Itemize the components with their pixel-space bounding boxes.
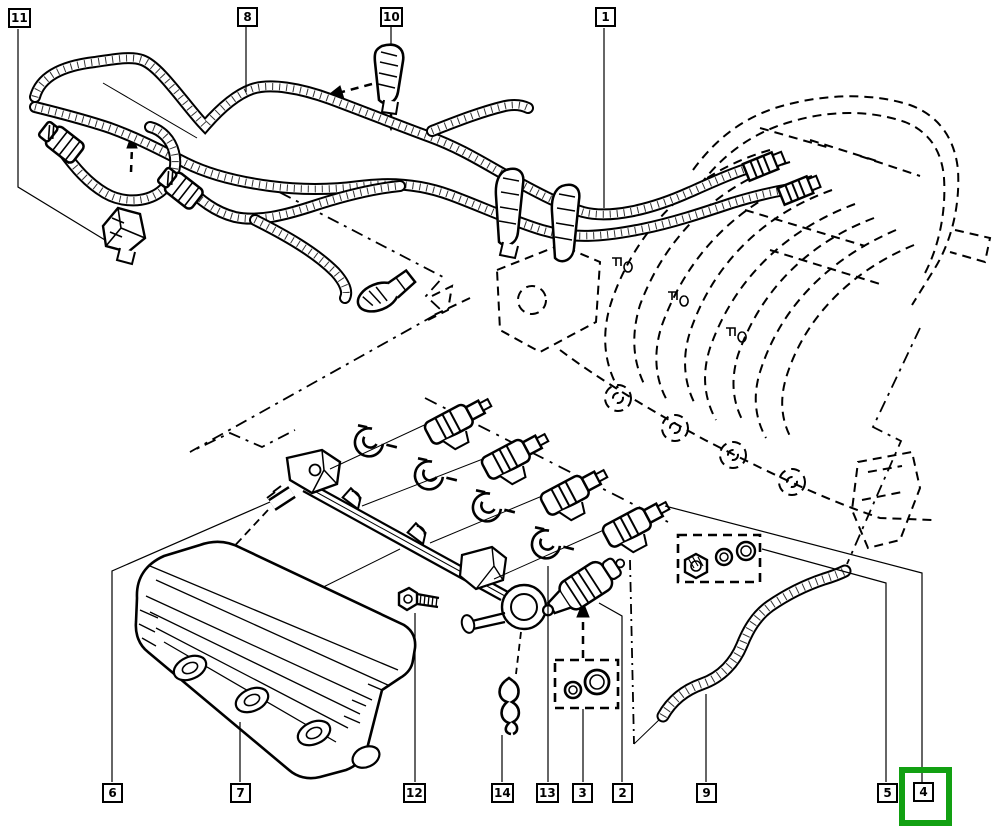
leader-4 (664, 505, 923, 782)
mounting-bolt-12 (397, 586, 440, 612)
callout-8[interactable]: 8 (237, 7, 258, 27)
retaining-clip-14 (498, 676, 521, 736)
callout-13[interactable]: 13 (536, 783, 559, 803)
intake-manifold (427, 95, 992, 550)
leader-11 (17, 29, 106, 241)
callout-11[interactable]: 11 (8, 8, 31, 28)
callout-14[interactable]: 14 (491, 783, 514, 803)
leader-lines (17, 27, 923, 782)
hose-damper (356, 268, 417, 313)
leader-2 (598, 602, 623, 782)
vacuum-hose-9 (656, 564, 852, 723)
callout-4-highlighted[interactable]: 4 (913, 782, 934, 802)
callout-12[interactable]: 12 (403, 783, 426, 803)
oring-kit-box-3 (553, 658, 620, 710)
manifold-hose-clip-bosses (612, 257, 747, 343)
highlight-frame (899, 767, 952, 826)
injector-axis-lines (329, 413, 625, 580)
hose-strap (494, 167, 525, 260)
callout-2[interactable]: 2 (612, 783, 633, 803)
callout-7[interactable]: 7 (230, 783, 251, 803)
leader-6 (111, 501, 271, 782)
callout-3[interactable]: 3 (572, 783, 593, 803)
assembly-guide-lines (102, 82, 921, 745)
hose-strap-2 (550, 183, 581, 263)
hose-end-connector (37, 120, 85, 164)
callout-6[interactable]: 6 (102, 783, 123, 803)
callout-10[interactable]: 10 (380, 7, 403, 27)
leader-5 (761, 548, 887, 782)
pressure-regulator (541, 557, 626, 617)
fuel-injectors (421, 390, 681, 562)
hose-end-connector-2 (156, 166, 204, 210)
callout-9[interactable]: 9 (696, 783, 717, 803)
hose-bracket-11 (101, 206, 147, 266)
callout-1[interactable]: 1 (595, 7, 616, 27)
lower-manifold-cover (134, 540, 417, 780)
callout-5[interactable]: 5 (877, 783, 898, 803)
nut-washer-kit-box-5 (676, 533, 762, 584)
hose-clip-10 (373, 43, 405, 116)
fuel-hose-assembly (29, 52, 796, 304)
